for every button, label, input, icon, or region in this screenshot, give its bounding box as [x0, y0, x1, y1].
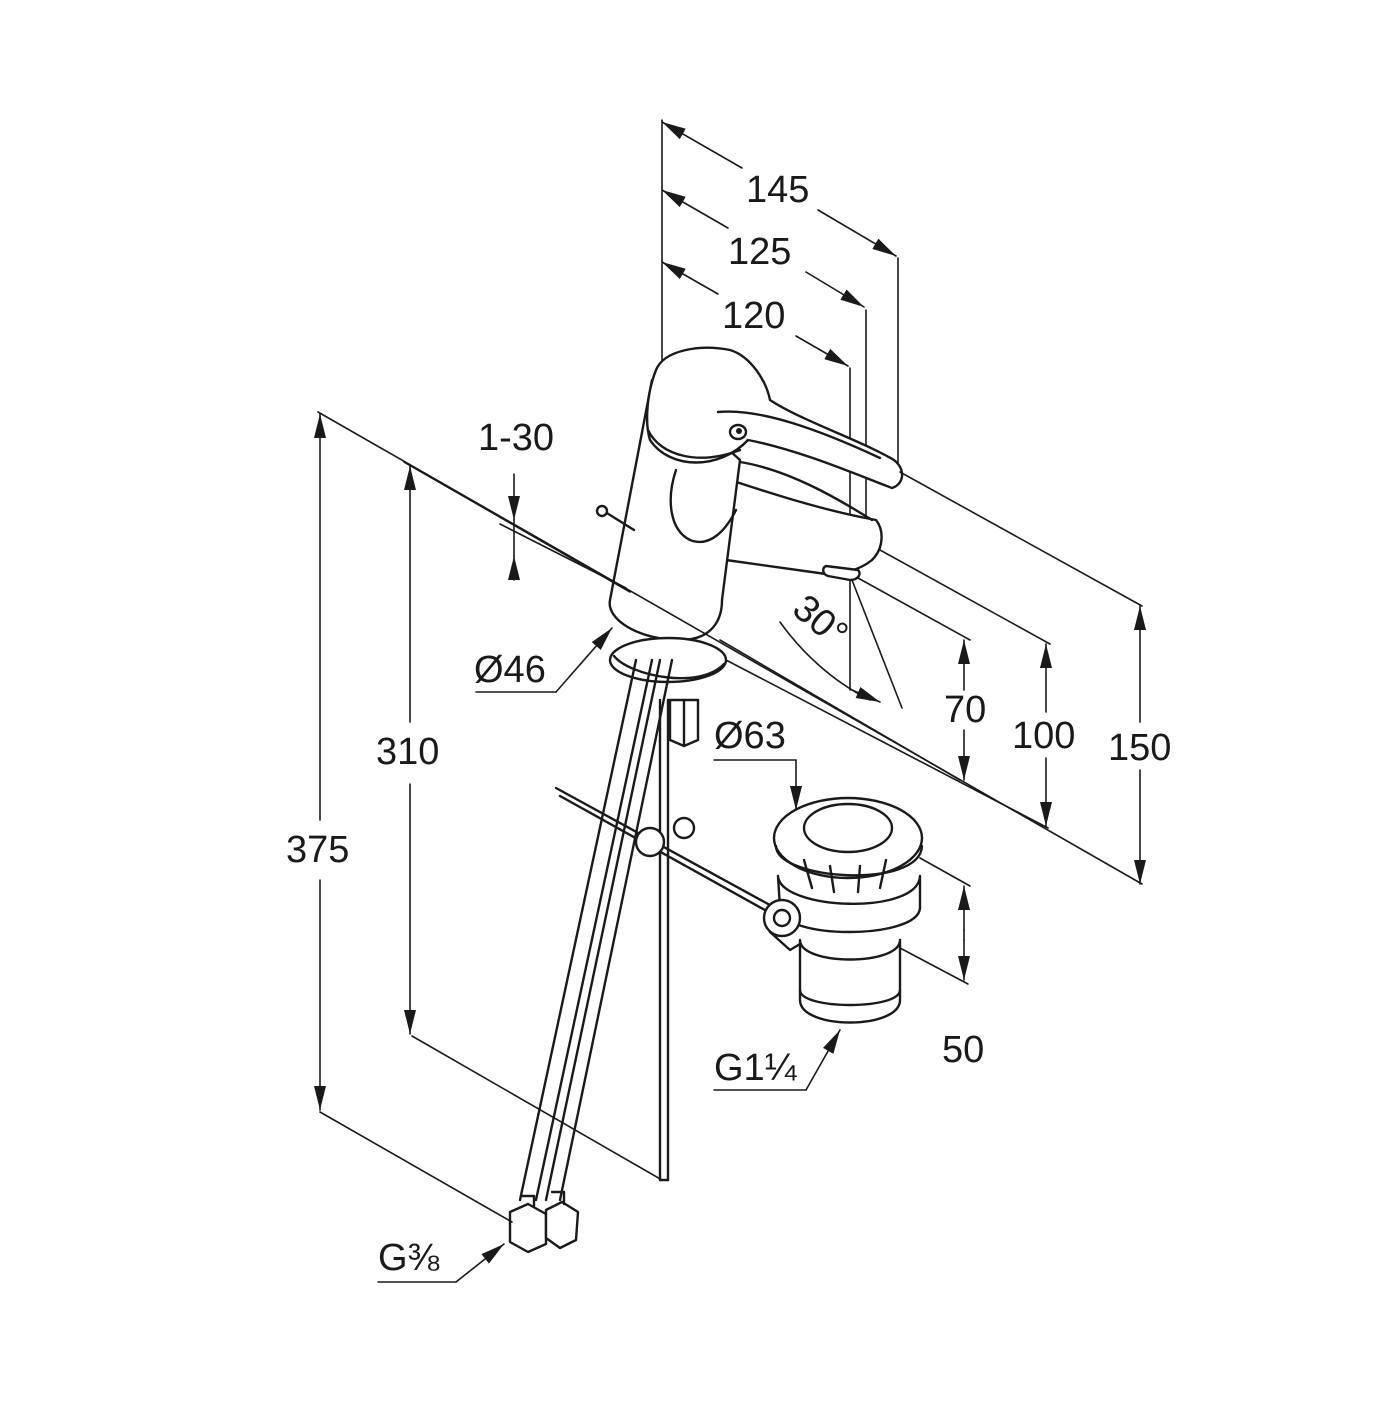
dimension-375: 375: [286, 413, 513, 1223]
thread-g1-1-4: G1¼: [713, 1029, 841, 1091]
dim-100-label: 100: [1012, 715, 1075, 757]
dimension-diameter-46: Ø46: [474, 627, 613, 693]
dim-310-label: 310: [376, 731, 439, 773]
dimension-310: 310: [376, 461, 663, 1181]
dim-50-label: 50: [942, 1029, 984, 1071]
dim-70-label: 70: [944, 689, 986, 731]
dim-150-label: 150: [1108, 727, 1171, 769]
dimension-diameter-63: Ø63: [713, 715, 802, 811]
dim-1-30-label: 1-30: [478, 417, 554, 459]
thread-g3-8: G⅜: [377, 1237, 505, 1283]
dim-30deg-label: 30°: [785, 587, 856, 656]
dimension-125: 125: [661, 189, 867, 531]
faucet-body: [595, 346, 904, 748]
dimension-1-30: 1-30: [478, 417, 627, 589]
dimension-150: 150: [317, 411, 1171, 885]
pop-up-waste: [762, 796, 924, 1024]
dimension-50: 50: [899, 857, 984, 1071]
dim-125-label: 125: [728, 231, 791, 273]
dimension-100: 100: [725, 549, 1075, 829]
supply-hoses: [508, 658, 674, 1254]
dim-46-label: Ø46: [474, 649, 546, 691]
thread-g114-label: G1¼: [714, 1047, 798, 1089]
dimension-70: 70: [719, 577, 986, 781]
dimension-angle-30: 30°: [779, 579, 903, 709]
dim-145-label: 145: [746, 169, 809, 211]
dim-63-label: Ø63: [714, 715, 786, 757]
thread-g38-label: G⅜: [378, 1237, 440, 1279]
popup-rod: [554, 698, 792, 1182]
dim-120-label: 120: [722, 295, 785, 337]
dim-375-label: 375: [286, 829, 349, 871]
